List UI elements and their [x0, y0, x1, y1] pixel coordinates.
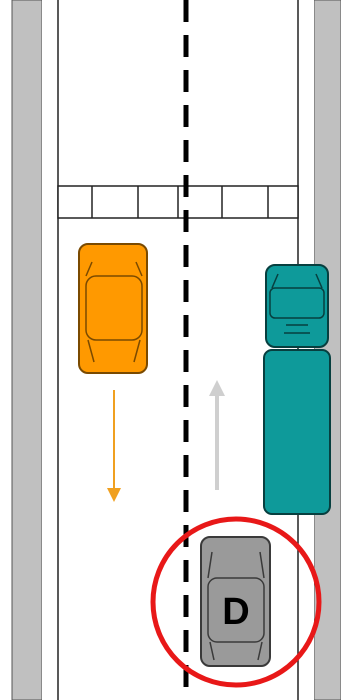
teal-truck [263, 264, 331, 515]
orange-car [78, 243, 148, 374]
orange-direction-arrow [107, 390, 121, 502]
driver-car: D [200, 536, 271, 667]
crosswalk [57, 185, 299, 219]
highlight-circle [150, 516, 322, 688]
left-sidewalk [11, 0, 43, 700]
gray-direction-arrow [209, 380, 225, 490]
driver-car-label: D [222, 591, 249, 633]
